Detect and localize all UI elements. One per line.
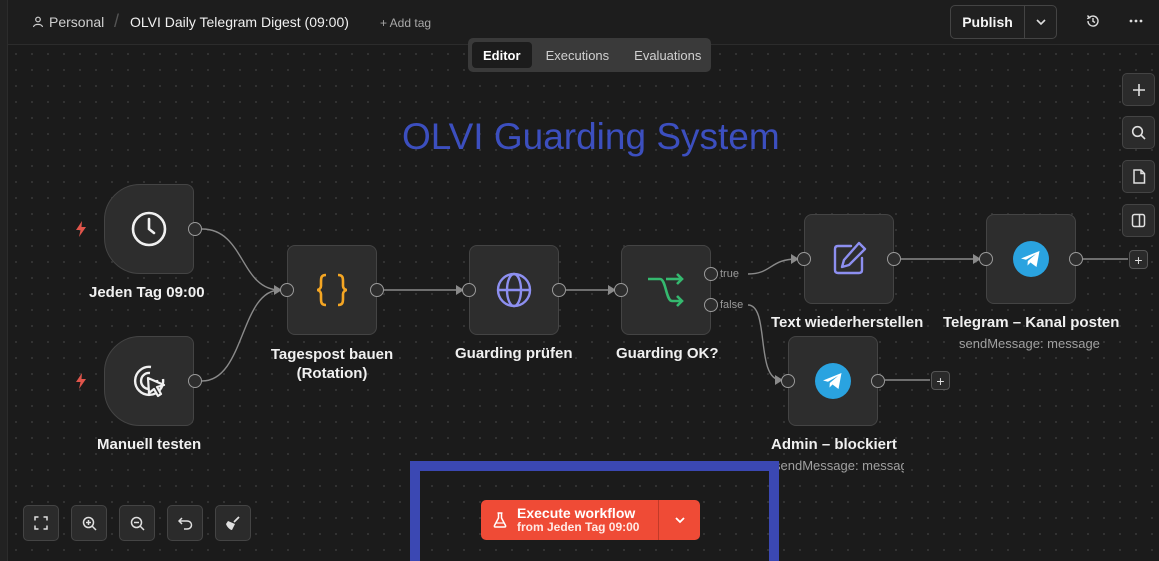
history-icon[interactable] [1084,12,1102,30]
output-port[interactable] [188,374,202,388]
output-port-true[interactable] [704,267,718,281]
add-node-button[interactable]: + [1129,250,1148,269]
input-port[interactable] [280,283,294,297]
execute-workflow-title: Execute workflow [517,504,636,521]
search-nodes-button[interactable] [1122,116,1155,149]
input-port[interactable] [979,252,993,266]
highlight-frame [410,461,779,561]
search-icon [1131,125,1146,140]
curly-braces-icon [316,273,348,307]
zoom-to-fit-button[interactable] [23,505,59,541]
tab-evaluations[interactable]: Evaluations [634,47,702,63]
branch-label-false: false [720,299,744,311]
zoom-out-button[interactable] [119,505,155,541]
output-port[interactable] [887,252,901,266]
cursor-click-icon [133,365,166,398]
execute-workflow-button[interactable]: Execute workflow from Jeden Tag 09:00 [481,500,659,540]
input-port[interactable] [462,283,476,297]
node-telegram-admin[interactable] [788,336,878,426]
publish-button[interactable]: Publish [951,6,1025,38]
add-tag-button[interactable]: + Add tag [380,16,432,30]
sticky-note-icon [1132,169,1145,184]
node-subtitle-telegram-admin: sendMessage: message [774,458,904,473]
node-label-edit: Text wiederherstellen [771,314,924,331]
output-port[interactable] [1069,252,1083,266]
telegram-icon [1013,241,1049,277]
output-port[interactable] [370,283,384,297]
undo-button[interactable] [167,505,203,541]
output-port[interactable] [188,222,202,236]
breadcrumb-separator: / [114,11,120,31]
branch-icon [648,273,684,307]
branch-label-true: true [720,268,739,280]
chevron-down-icon [1035,19,1046,26]
top-header: Personal / OLVI Daily Telegram Digest (0… [0,0,1159,45]
clock-icon [131,211,167,247]
node-http-request[interactable] [469,245,559,335]
node-label-code: Tagespost bauen (Rotation) [264,345,400,383]
pencil-square-icon [833,241,867,275]
tab-editor[interactable]: Editor [472,42,532,68]
telegram-icon [815,363,851,399]
node-label-schedule: Jeden Tag 09:00 [89,284,205,301]
node-schedule-trigger[interactable] [104,184,194,274]
output-port[interactable] [552,283,566,297]
undo-icon [177,517,192,530]
node-label-code-line1: Tagespost bauen [270,346,394,363]
publish-button-group: Publish [950,5,1057,39]
node-subtitle-telegram-channel: sendMessage: message [959,336,1100,351]
node-label-telegram-channel: Telegram – Kanal posten [943,314,1120,331]
node-label-http: Guarding prüfen [455,345,573,362]
panel-icon [1131,213,1146,228]
left-edge-strip [0,0,8,561]
input-port[interactable] [614,283,628,297]
zoom-out-icon [130,516,145,531]
tidy-up-button[interactable] [215,505,251,541]
globe-icon [496,272,532,308]
execute-options-button[interactable] [659,500,700,540]
input-port[interactable] [797,252,811,266]
person-icon [32,16,44,28]
node-code[interactable] [287,245,377,335]
view-tabs: Editor Executions Evaluations [468,38,711,72]
zoom-in-icon [82,516,97,531]
toggle-panel-button[interactable] [1122,204,1155,237]
breadcrumb-personal[interactable]: Personal [32,14,104,30]
publish-options-button[interactable] [1025,6,1056,38]
add-sticky-note-button[interactable] [1122,160,1155,193]
workflow-title[interactable]: OLVI Daily Telegram Digest (09:00) [130,14,349,30]
node-telegram-channel[interactable] [986,214,1076,304]
output-port[interactable] [871,374,885,388]
plus-icon [1132,83,1145,96]
workflow-canvas[interactable] [8,46,1159,561]
trigger-bolt-icon [76,221,86,237]
chevron-down-icon [674,517,685,524]
output-port-false[interactable] [704,298,718,312]
node-label-code-line2: (Rotation) [296,365,368,382]
trigger-bolt-icon [76,373,86,389]
zoom-in-button[interactable] [71,505,107,541]
input-port[interactable] [781,374,795,388]
flask-icon [493,512,507,528]
node-label-telegram-admin: Admin – blockiert [771,436,897,453]
add-node-button[interactable]: + [931,371,950,390]
breadcrumb-project-label: Personal [49,14,105,30]
node-label-manual: Manuell testen [97,436,202,453]
execute-workflow-text: Execute workflow from Jeden Tag 09:00 [517,504,640,535]
node-manual-trigger[interactable] [104,336,194,426]
execute-workflow-group: Execute workflow from Jeden Tag 09:00 [481,500,700,540]
node-label-if: Guarding OK? [616,345,719,362]
execute-workflow-subtitle: from Jeden Tag 09:00 [517,520,640,535]
node-if[interactable] [621,245,711,335]
add-node-panel-button[interactable] [1122,73,1155,106]
broom-icon [226,516,240,530]
sticky-note-title[interactable]: OLVI Guarding System [402,116,780,157]
node-edit-fields[interactable] [804,214,894,304]
more-options-icon[interactable] [1127,12,1145,30]
fit-view-icon [34,516,48,530]
tab-executions[interactable]: Executions [545,47,610,63]
